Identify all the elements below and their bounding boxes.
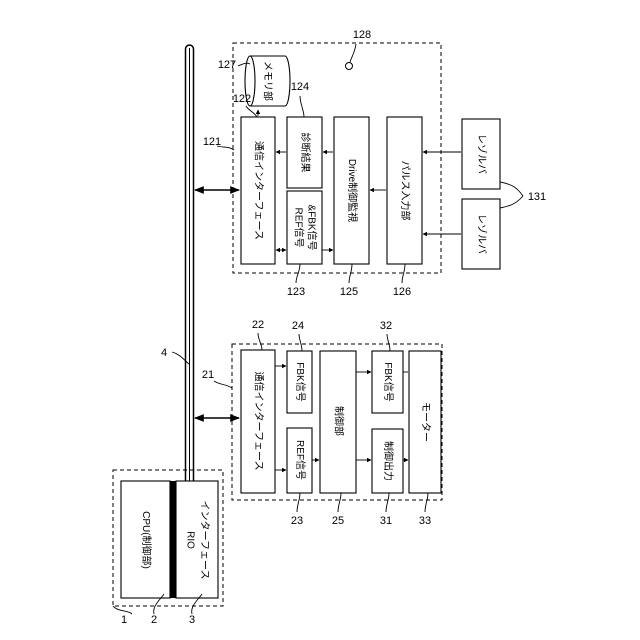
ref-4: 4: [161, 347, 167, 359]
ref-125: 125: [340, 286, 358, 298]
comm-interface-22-label: 通信インターフェース: [252, 372, 264, 471]
leader-24: [299, 334, 302, 351]
leader-22: [258, 333, 262, 350]
indicator-128-icon: [346, 63, 353, 70]
leader-23: [297, 493, 300, 512]
ref-131: 131: [528, 191, 546, 203]
ref-21: 21: [202, 369, 214, 381]
fbk-signal-24-label: FBK信号: [294, 362, 306, 401]
ref-32: 32: [380, 320, 392, 332]
drive-monitor-125-label: Drive制御監視: [346, 159, 359, 222]
rio-interface-box: [176, 481, 218, 598]
leader-1: [113, 606, 132, 614]
leader-131-a: [500, 182, 523, 196]
control-unit-25-label: 制御部: [332, 406, 345, 436]
ref-fbk-123-label-line2: &FBK信号: [305, 204, 317, 250]
leader-21: [214, 381, 232, 388]
ref-24: 24: [292, 320, 304, 332]
leader-25: [338, 493, 341, 512]
rio-label-line2: インターフェース: [198, 501, 210, 580]
leader-32: [387, 334, 390, 351]
ref-121: 121: [203, 136, 221, 148]
ref-123: 123: [287, 286, 305, 298]
motor-33-label: モーター: [419, 402, 431, 442]
ref-31: 31: [380, 515, 392, 527]
ref-122: 122: [233, 93, 251, 105]
network-bus: [186, 45, 194, 485]
cpu-rio-connector: [170, 481, 176, 598]
rio-label-line1: RIO: [184, 531, 195, 549]
ref-23: 23: [291, 515, 303, 527]
leader-128: [350, 44, 356, 62]
ref-22: 22: [252, 319, 264, 331]
ref-25: 25: [332, 515, 344, 527]
ref-signal-23-label: REF信号: [294, 440, 306, 480]
leader-131-b: [500, 196, 523, 208]
cpu-label: CPU(制御部): [140, 511, 153, 569]
ref-124: 124: [291, 81, 309, 93]
pulse-input-126-label: パルス入力部: [399, 161, 412, 221]
ref-126: 126: [393, 286, 411, 298]
leader-122: [246, 106, 257, 117]
ref-2: 2: [151, 614, 157, 626]
leader-31: [386, 493, 389, 512]
ref-1: 1: [121, 614, 127, 626]
comm-interface-122-label: 通信インターフェース: [252, 141, 264, 240]
resolver-a-label: レゾルバ: [475, 134, 487, 174]
leader-124: [300, 96, 304, 117]
ref-fbk-123-label-line1: REF信号: [292, 208, 304, 248]
ref-3: 3: [189, 614, 195, 626]
diagnosis-124-label: 診断結果: [299, 133, 312, 173]
ref-33: 33: [419, 515, 431, 527]
memory-127-label: メモリ部: [261, 61, 274, 101]
control-output-31-label: 制御出力: [382, 441, 395, 481]
leader-33: [425, 493, 428, 512]
ref-128: 128: [353, 29, 371, 41]
ref-127: 127: [218, 59, 236, 71]
resolver-b-label: レゾルバ: [475, 214, 487, 254]
fbk-signal-32-label: FBK信号: [382, 362, 394, 401]
